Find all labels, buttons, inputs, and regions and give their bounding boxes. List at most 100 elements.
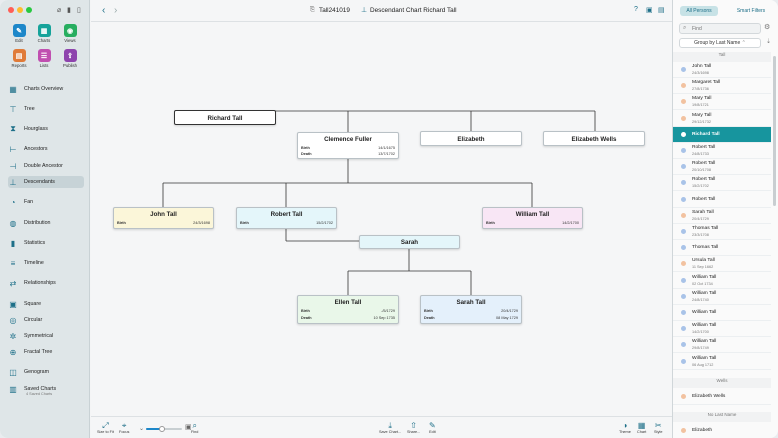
nav-item-relationships[interactable]: ⇄Relationships	[8, 277, 84, 289]
search-field[interactable]: ⌕	[679, 23, 761, 34]
inspector-icon[interactable]: ▤	[658, 7, 665, 14]
list-item-elizabeth-wells[interactable]: Elizabeth Wells	[673, 389, 771, 405]
person-dot	[681, 115, 686, 121]
theme-button[interactable]: ◑Theme	[619, 421, 631, 434]
nav-item-genogram[interactable]: ◫Genogram	[8, 366, 84, 378]
hourglass-icon: ⧗	[10, 124, 16, 133]
list-item-elizabeth[interactable]: Elizabeth	[673, 423, 771, 438]
zoom-slider[interactable]	[146, 426, 182, 432]
nav-item-descendants[interactable]: ⊥Descendants	[8, 176, 84, 188]
bottom-label: Find	[191, 430, 199, 434]
list-item[interactable]: Richard Tall	[673, 126, 771, 143]
person-card-elizabeth[interactable]: Elizabeth	[420, 131, 522, 146]
nav-item-statistics[interactable]: ▮Statistics	[8, 237, 84, 249]
statistics-icon: ▮	[10, 238, 16, 248]
lists-icon: ☰	[37, 49, 51, 62]
save-chart-button[interactable]: ⤓Save Chart...	[379, 421, 401, 434]
zoom-slider-thumb[interactable]	[159, 426, 165, 432]
focus-button[interactable]: ⌖Focus	[119, 421, 129, 434]
list-item[interactable]: Thomas Tall	[673, 240, 771, 257]
style-button[interactable]: ✂Style	[654, 421, 662, 434]
group-by-select[interactable]: Group by Last Name ⌃	[679, 38, 761, 48]
nav-item-fan[interactable]: ◔Fan	[8, 196, 84, 208]
close-window-button[interactable]	[8, 7, 14, 13]
birth-label: Birth	[301, 309, 310, 313]
person-name: Sarah Tall	[692, 209, 714, 215]
gear-icon[interactable]: ⚙	[764, 24, 771, 31]
list-scrollbar[interactable]	[773, 56, 776, 206]
chart-button[interactable]: ▦Chart	[637, 421, 646, 434]
person-dot	[681, 180, 686, 186]
nav-item-timeline[interactable]: ≡Timeline	[8, 257, 84, 269]
nav-item-circular[interactable]: ◎Circular	[8, 314, 84, 326]
bookmark-icon[interactable]: ▮	[67, 7, 71, 14]
person-card-richard-tall[interactable]: Richard Tall	[174, 110, 276, 125]
list-item[interactable]: William Tall	[673, 305, 771, 321]
person-card-sarah[interactable]: Sarah	[359, 235, 460, 249]
person-card-elizabeth-wells[interactable]: Elizabeth Wells	[543, 131, 645, 146]
find-button[interactable]: ⌕Find	[191, 421, 198, 434]
nav-item-fractal-tree[interactable]: ⊕Fractal Tree	[8, 346, 84, 358]
list-item[interactable]: Robert Tall	[673, 192, 771, 208]
minimize-window-button[interactable]	[17, 7, 23, 13]
tab-all-persons[interactable]: All Persons	[680, 6, 718, 16]
nav-item-distribution[interactable]: ◍Distribution	[8, 217, 84, 229]
sort-icon[interactable]: ⇣	[766, 39, 772, 45]
nav-item-hourglass[interactable]: ⧗Hourglass	[8, 123, 84, 135]
nav-item-ancestors[interactable]: ⊢Ancestors	[8, 143, 84, 155]
tool-publish-button[interactable]: ⇪Publish	[59, 49, 81, 68]
person-dot	[681, 196, 686, 202]
tab-smart-filters[interactable]: Smart Filters	[736, 8, 766, 14]
nav-item-double-ancestor[interactable]: ⊣Double Ancestor	[8, 160, 84, 172]
nav-item-tree[interactable]: ⊤Tree	[8, 103, 84, 115]
share-button[interactable]: ⇧Share...	[407, 421, 420, 434]
layout-icon[interactable]: ▣	[646, 7, 653, 14]
nav-label: Circular	[24, 317, 43, 323]
zoom-out-icon[interactable]: ⌄	[139, 426, 145, 432]
nav-label: Genogram	[24, 369, 50, 375]
forward-icon[interactable]: ›	[114, 5, 118, 16]
attachment-icon[interactable]: ⌀	[57, 7, 62, 14]
nav-item-square[interactable]: ▣Square	[8, 298, 84, 310]
help-button[interactable]: ?	[634, 6, 638, 13]
nav-item-charts-overview[interactable]: ▦Charts Overview	[8, 83, 84, 95]
size-to-fit-button[interactable]: ⤢Size to Fit	[97, 421, 114, 434]
tool-views-button[interactable]: ◉Views	[59, 24, 81, 43]
edit-chart-button[interactable]: ✎Edit	[429, 421, 436, 434]
zoom-in-icon[interactable]: ▣	[185, 424, 192, 431]
zoom-window-button[interactable]	[26, 7, 32, 13]
tool-reports-button[interactable]: ▤Reports	[8, 49, 30, 68]
nav-item-symmetrical[interactable]: ✲Symmetrical	[8, 330, 84, 342]
back-icon[interactable]: ‹	[102, 5, 106, 16]
tool-lists-button[interactable]: ☰Lists	[33, 49, 55, 68]
search-input[interactable]	[692, 25, 758, 33]
sidebar-toggle-icon[interactable]: ▯	[77, 7, 81, 14]
tool-edit-button[interactable]: ✎Edit	[8, 24, 30, 43]
person-dot	[681, 261, 686, 267]
person-name: Mary Tall	[692, 96, 712, 102]
tool-charts-button[interactable]: ▦Charts	[33, 24, 55, 43]
birth-date: 24/3/1698	[193, 221, 210, 225]
